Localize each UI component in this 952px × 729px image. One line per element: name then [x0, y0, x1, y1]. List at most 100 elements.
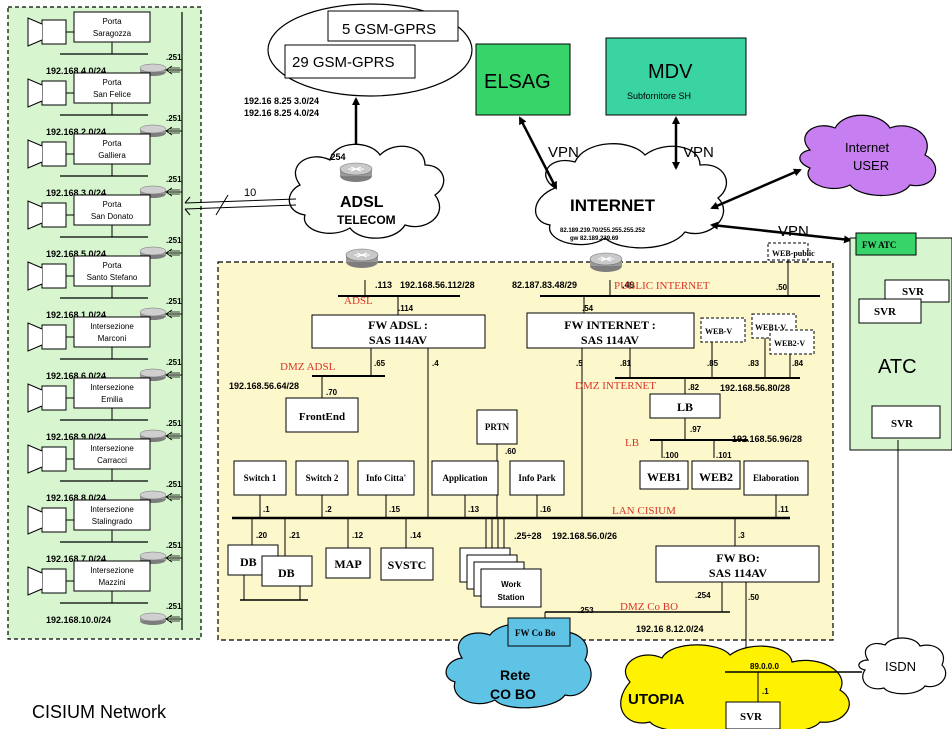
web-v [700, 317, 746, 343]
fw-internet [526, 312, 695, 349]
camera-icon [41, 568, 67, 594]
svg-text:192.168.56.64/28: 192.168.56.64/28 [229, 381, 299, 391]
svstc-server [380, 547, 434, 581]
gate-net: 192.168.6.0/24 [46, 371, 106, 381]
svg-text:.3: .3 [738, 531, 745, 540]
camera-icon [41, 19, 67, 45]
gsm-box-1: 5 GSM-GPRS [342, 21, 436, 38]
svg-text:.83: .83 [748, 359, 760, 368]
gate-net: 192.168.9.0/24 [46, 432, 106, 442]
svg-text:.113: .113 [375, 280, 392, 290]
svg-text:SAS 114AV: SAS 114AV [369, 333, 427, 347]
lan-server-name: Application [442, 473, 487, 483]
gate-name: Intersezione [90, 322, 134, 331]
gate-ip: .251 [166, 175, 182, 184]
svg-text:.254: .254 [328, 152, 346, 162]
gate-name: Porta [102, 78, 122, 87]
svg-text:82.189.239.70/255.255.255.252: 82.189.239.70/255.255.255.252 [560, 228, 646, 234]
svg-text:192.168.56.96/28: 192.168.56.96/28 [732, 434, 802, 444]
adsl-sub: TELECOM [337, 213, 396, 227]
lan-server-ip: .13 [468, 505, 480, 514]
svg-text:VPN: VPN [778, 223, 809, 240]
camera-icon [41, 263, 67, 289]
gate-net: 192.168.2.0/24 [46, 127, 106, 137]
svg-text:.85: .85 [707, 359, 719, 368]
fw-cobo [507, 617, 571, 647]
svg-text:89.0.0.0: 89.0.0.0 [750, 662, 779, 671]
atc-title: ATC [878, 356, 917, 378]
lan-server-ip: .15 [389, 505, 401, 514]
svg-text:VPN: VPN [683, 144, 714, 161]
gate-net: 192.168.8.0/24 [46, 493, 106, 503]
svg-text:SVR: SVR [891, 418, 914, 430]
svg-text:UTOPIA: UTOPIA [628, 691, 685, 708]
camera-icon [41, 446, 67, 472]
svg-text:Internet: Internet [845, 140, 889, 155]
svg-text:Station: Station [497, 593, 524, 602]
svg-text:PUBLIC INTERNET: PUBLIC INTERNET [614, 280, 710, 292]
svg-text:.4: .4 [432, 359, 439, 368]
adsl-title: ADSL [340, 194, 384, 211]
gate-ip: .251 [166, 297, 182, 306]
svg-text:DB: DB [240, 555, 257, 569]
svg-text:.82: .82 [688, 383, 700, 392]
lan-server-ip: .2 [325, 505, 332, 514]
lan-server: Info Park.16 [509, 460, 565, 518]
svg-text:FW INTERNET :: FW INTERNET : [564, 318, 656, 332]
svg-text:MAP: MAP [334, 557, 361, 571]
camera-icon [41, 385, 67, 411]
svg-text:USER: USER [853, 158, 889, 173]
svg-text:WEB-V: WEB-V [705, 327, 732, 336]
gate-name: Porta [102, 17, 122, 26]
svg-text:.5: .5 [576, 359, 583, 368]
svg-text:DMZ ADSL: DMZ ADSL [280, 361, 336, 373]
svg-text:.254: .254 [695, 591, 711, 600]
svg-text:.97: .97 [690, 425, 702, 434]
gate-ip: .251 [166, 114, 182, 123]
svg-text:192.168.56.112/28: 192.168.56.112/28 [400, 280, 475, 290]
fw-bo [655, 545, 820, 583]
map-server [325, 547, 371, 579]
svg-text:.1: .1 [762, 687, 769, 696]
adsl-links: 10 [244, 187, 256, 199]
gsm-box-2: 29 GSM-GPRS [292, 54, 395, 71]
svg-text:.114: .114 [398, 304, 414, 313]
web2-server [691, 460, 741, 490]
svg-text:.101: .101 [716, 451, 732, 460]
svg-text:gw 82.189.239.69: gw 82.189.239.69 [570, 236, 619, 242]
gate-location: Carracci [97, 456, 127, 465]
workstation-stack: Work Station [459, 518, 542, 608]
gate-net: 192.168.4.0/24 [46, 66, 106, 76]
svg-text:.70: .70 [326, 388, 338, 397]
gate-location: San Donato [91, 212, 134, 221]
isdn-cloud [858, 637, 947, 695]
gate-net: 192.168.1.0/24 [46, 310, 106, 320]
svg-text:Work: Work [501, 580, 521, 589]
svg-text:SAS 114AV: SAS 114AV [709, 566, 767, 580]
svg-text:FW BO:: FW BO: [716, 551, 759, 565]
lan-server-name: Info Park [518, 473, 555, 483]
svg-text:.54: .54 [582, 304, 594, 313]
svg-text:Rete: Rete [500, 667, 531, 683]
gate-location: Santo Stefano [87, 273, 138, 282]
utopia-svr [725, 701, 781, 729]
gate-location: Stalingrado [92, 517, 133, 526]
svg-text:DMZ Co BO: DMZ Co BO [620, 601, 678, 613]
gate-name: Intersezione [90, 383, 134, 392]
svg-text:.25÷28: .25÷28 [514, 531, 541, 541]
utopia-cloud [620, 644, 850, 729]
gate-location: Saragozza [93, 29, 132, 38]
gate-name: Porta [102, 139, 122, 148]
svg-text:.12: .12 [352, 531, 364, 540]
gsm-net-1: 192.16 8.25 3.0/24 [244, 96, 319, 106]
gate-ip: .251 [166, 541, 182, 550]
svg-text:FrontEnd: FrontEnd [299, 411, 345, 423]
camera-icon [41, 202, 67, 228]
svg-text:WEB-public: WEB-public [772, 249, 815, 258]
svg-text:.50: .50 [748, 593, 760, 602]
svg-text:.11: .11 [778, 505, 789, 514]
svg-text:.50: .50 [776, 283, 788, 292]
svg-text:SVSTC: SVSTC [388, 558, 427, 572]
